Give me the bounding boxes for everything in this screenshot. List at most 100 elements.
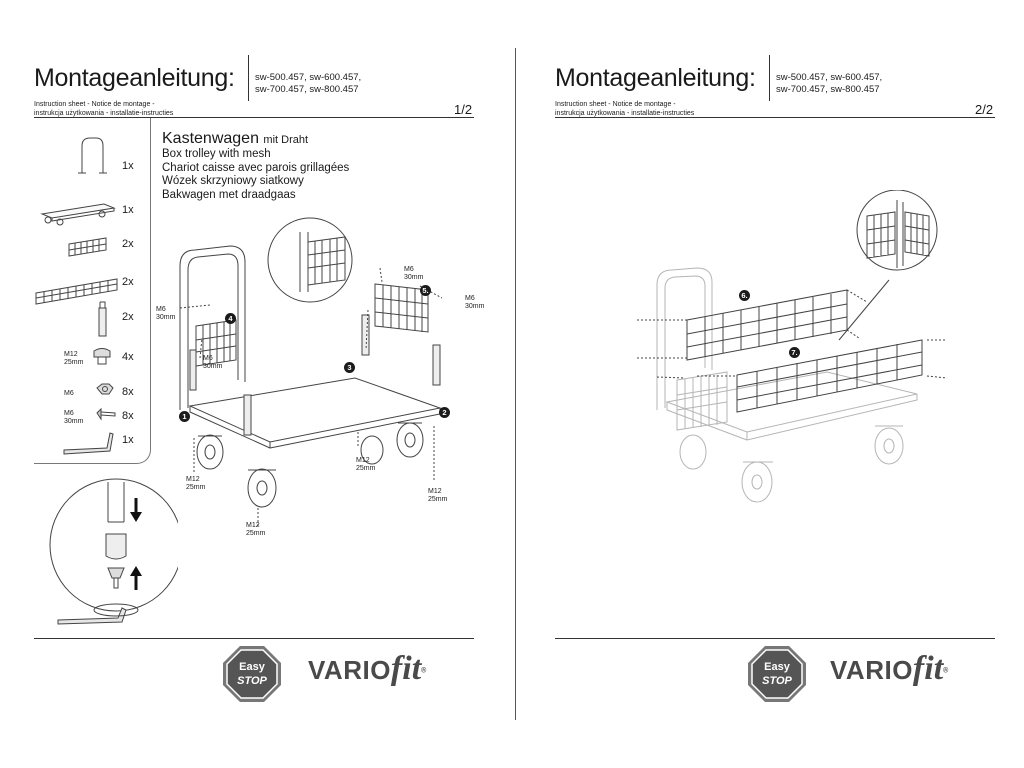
page-title: Montageanleitung:: [34, 64, 235, 92]
easy-stop-badge: Easy STOP: [223, 646, 281, 702]
platform-icon: [40, 203, 116, 226]
translation-fr: Chariot caisse avec parois grillagées: [162, 161, 350, 174]
callout-m12: M12 25mm: [356, 457, 375, 473]
subtitle: Instruction sheet - Notice de montage - …: [555, 100, 694, 118]
product-name: Kastenwagen: [162, 130, 259, 147]
callout-length: 30mm: [156, 314, 176, 321]
product-translations: Box trolley with mesh Chariot caisse ave…: [162, 148, 349, 202]
subtitle-line-1: Instruction sheet - Notice de montage -: [34, 101, 155, 108]
long-mesh-panel-icon: [35, 278, 118, 305]
part-quantity: 4x: [122, 351, 134, 363]
models-line-1: sw-500.457, sw-600.457,: [776, 72, 883, 83]
allen-key-icon: [63, 432, 114, 455]
subtitle: Instruction sheet - Notice de montage - …: [34, 100, 173, 118]
brand-fit: fit: [390, 650, 422, 687]
detail-circle-corner: [267, 217, 353, 303]
parts-illustrations: [35, 137, 118, 455]
callout-m12: M12 25mm: [186, 476, 205, 492]
step-marker: 2: [439, 407, 450, 418]
brand-vario: VARIO: [308, 655, 391, 685]
callout-m6: M6 30mm: [404, 266, 423, 282]
callout-length: 30mm: [404, 274, 424, 281]
page-number: 2/2: [975, 102, 994, 117]
trolley-mesh-drawing: [637, 190, 948, 503]
footer-rule: [555, 638, 995, 639]
callout-size: M12: [246, 522, 260, 529]
part-quantity: 1x: [122, 434, 134, 446]
step-marker: 4: [225, 313, 236, 324]
callout-m12: M12 25mm: [246, 522, 265, 538]
step-marker: 1: [179, 411, 190, 422]
model-numbers: sw-500.457, sw-600.457, sw-700.457, sw-8…: [776, 72, 882, 95]
brand-fit: fit: [912, 650, 944, 687]
push-handle-icon: [78, 137, 107, 174]
step-marker: 7.: [789, 347, 800, 358]
bolt-m12-icon: [93, 348, 111, 365]
brand-registered-mark: ®: [943, 667, 949, 675]
models-line-2: sw-700.457, sw-800.457: [255, 83, 359, 95]
part-label-line: 25mm: [64, 359, 84, 366]
callout-m12: M12 25mm: [428, 488, 447, 504]
footer-rule: [34, 638, 474, 639]
part-quantity: 2x: [122, 238, 134, 250]
step-marker: 5.: [420, 285, 431, 296]
page-title: Montageanleitung:: [555, 64, 756, 92]
badge-easy-text: Easy: [239, 661, 266, 673]
part-label: M6: [64, 390, 74, 397]
part-quantity: 1x: [122, 204, 134, 216]
product-name-suffix: mit Draht: [263, 134, 309, 146]
part-quantity: 2x: [122, 276, 134, 288]
nut-icon: [96, 383, 114, 395]
brand-vario: VARIO: [830, 655, 913, 685]
callout-size: M6: [465, 295, 475, 302]
variofit-logo: VARIOfit®: [830, 650, 948, 688]
instruction-page-2: Montageanleitung: sw-500.457, sw-600.457…: [517, 0, 1024, 768]
callout-length: 25mm: [246, 530, 266, 537]
part-label-line: M6: [64, 410, 74, 417]
part-quantity: 8x: [122, 410, 134, 422]
part-label: M12 25mm: [64, 351, 83, 367]
badge-stop-text: STOP: [762, 675, 792, 687]
step-marker: 6.: [739, 290, 750, 301]
easy-stop-badge: Easy STOP: [748, 646, 806, 702]
step-marker: 3: [344, 362, 355, 373]
screw-m6-icon: [96, 407, 116, 421]
models-line-2: sw-700.457, sw-800.457: [776, 83, 880, 95]
callout-size: M6: [404, 266, 414, 273]
badge-easy-text: Easy: [764, 661, 791, 673]
model-numbers: sw-500.457, sw-600.457, sw-700.457, sw-8…: [255, 72, 361, 95]
part-quantity: 2x: [122, 311, 134, 323]
title-separator: [769, 55, 770, 101]
callout-m6: M6 30mm: [203, 355, 222, 371]
callout-m6: M6 30mm: [156, 306, 175, 322]
instruction-page-1: Montageanleitung: sw-500.457, sw-600.457…: [34, 55, 485, 702]
callout-size: M6: [156, 306, 166, 313]
page-divider: [515, 48, 516, 720]
callout-length: 30mm: [203, 363, 223, 370]
subtitle-line-1: Instruction sheet - Notice de montage -: [555, 101, 676, 108]
callout-size: M12: [428, 488, 442, 495]
header-rule: [34, 117, 474, 118]
models-line-1: sw-500.457, sw-600.457,: [255, 72, 362, 83]
translation-nl: Bakwagen met draadgaas: [162, 188, 296, 201]
trolley-assembly-drawing: [179, 217, 443, 526]
page-number: 1/2: [454, 102, 473, 117]
detail-circle-bolt: [49, 478, 178, 625]
header-rule: [555, 117, 995, 118]
subtitle-line-2: instrukcja użytkowania - installatie-ins…: [34, 110, 174, 117]
variofit-logo: VARIOfit®: [308, 650, 426, 688]
callout-size: M12: [356, 457, 370, 464]
callout-length: 30mm: [465, 303, 485, 310]
translation-en: Box trolley with mesh: [162, 148, 271, 160]
subtitle-line-2: instrukcja użytkowania - installatie-ins…: [555, 110, 695, 117]
part-label-line: M12: [64, 351, 78, 358]
callout-size: M6: [203, 355, 213, 362]
arrow-up-icon: [130, 566, 142, 590]
callout-length: 25mm: [186, 484, 206, 491]
callout-length: 25mm: [428, 496, 448, 503]
parts-list-box: [34, 118, 151, 464]
part-label-line: 30mm: [64, 418, 84, 425]
callout-length: 25mm: [356, 465, 376, 472]
arrow-down-icon: [130, 498, 142, 522]
short-mesh-panel-icon: [68, 237, 107, 257]
